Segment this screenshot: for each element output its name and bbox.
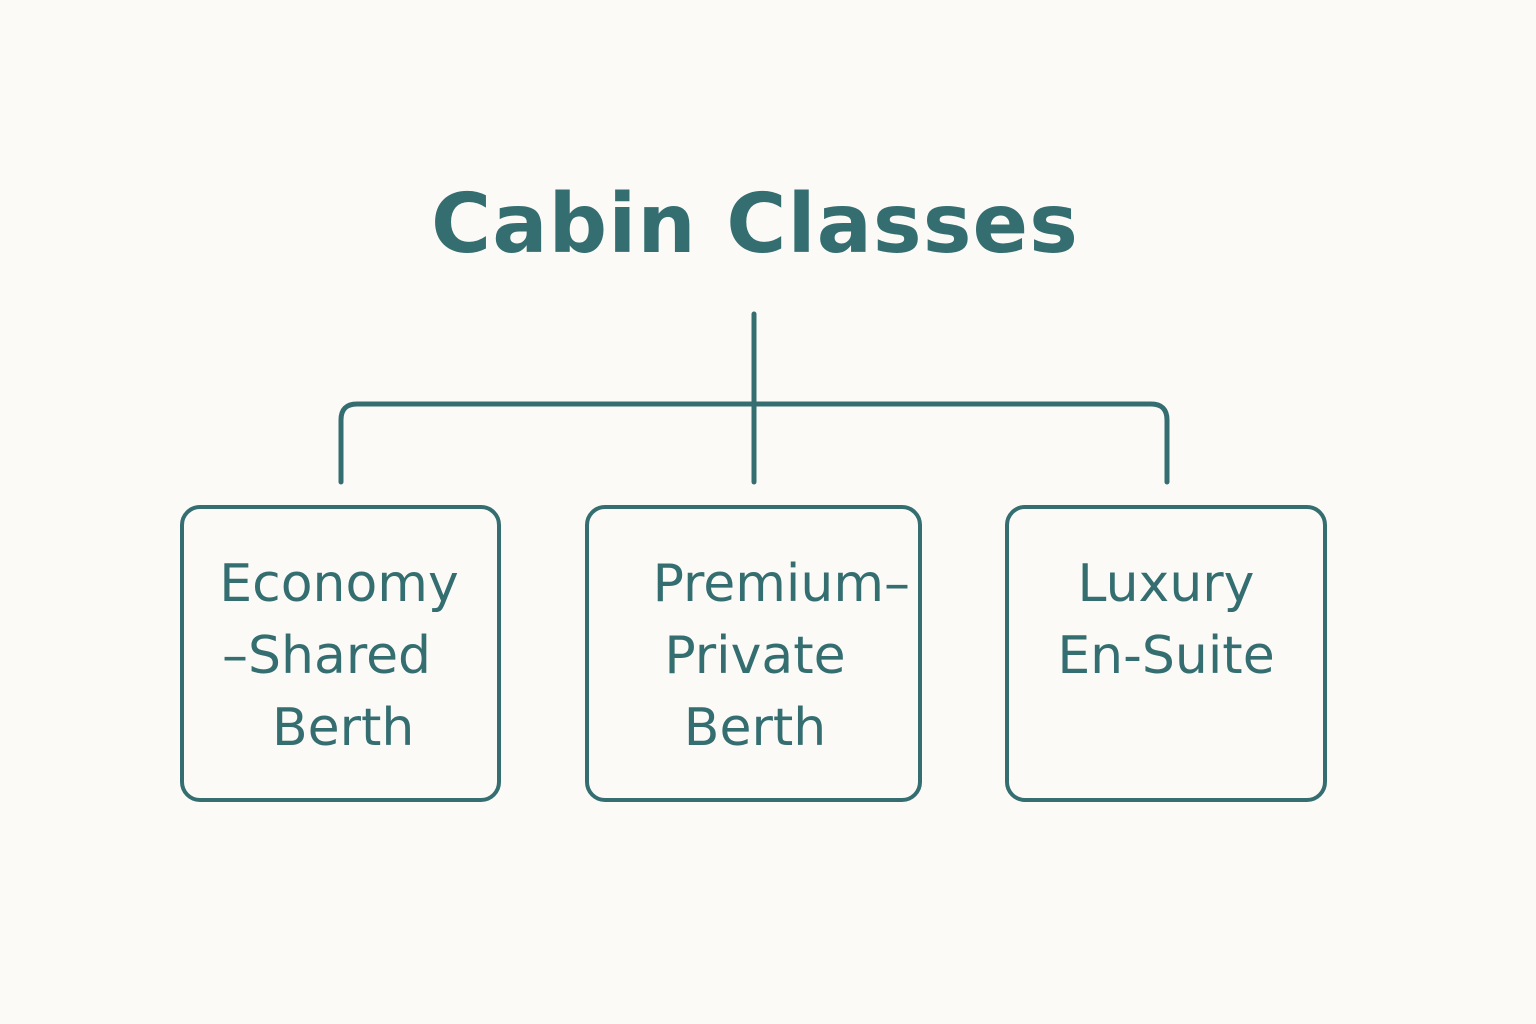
node-economy-line-3: Berth: [272, 698, 415, 758]
node-premium-box: [585, 505, 922, 802]
node-luxury-label: Luxury En-Suite: [1030, 548, 1302, 692]
node-premium-label: Premium– Private Berth: [600, 548, 910, 764]
node-luxury-line-2: En-Suite: [1057, 626, 1275, 686]
node-economy-line-2: –Shared: [222, 626, 432, 686]
node-premium-line-3: Berth: [683, 698, 827, 758]
node-economy-label: Economy –Shared Berth: [214, 548, 464, 764]
diagram-title: Cabin Classes: [431, 177, 1079, 272]
node-economy-line-1: Economy: [219, 554, 459, 614]
node-premium-line-1: Premium–: [652, 554, 910, 614]
node-premium-line-2: Private: [664, 626, 846, 686]
node-economy-box: [180, 505, 501, 802]
node-luxury-box: [1005, 505, 1327, 802]
branch-bar-line: [338, 401, 1170, 485]
node-luxury-line-1: Luxury: [1077, 554, 1255, 614]
